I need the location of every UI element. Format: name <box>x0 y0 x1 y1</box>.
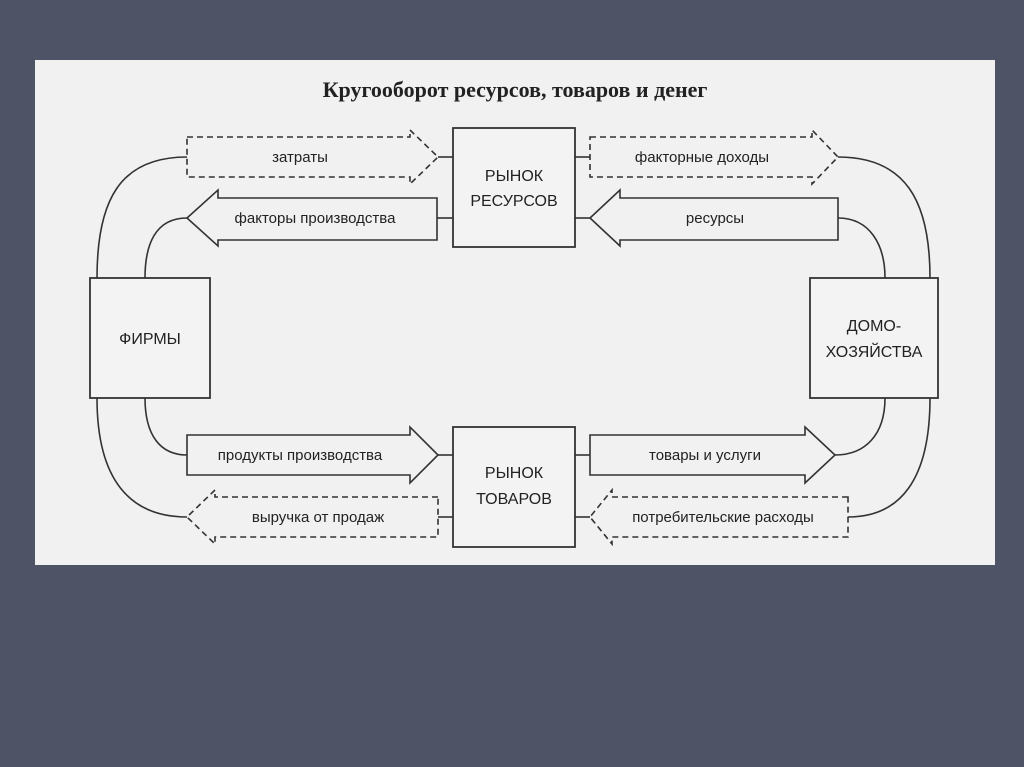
connector <box>834 397 886 456</box>
flow-label: потребительские расходы <box>632 509 814 526</box>
arrow-factor-income: факторные доходы <box>589 128 840 186</box>
node-label: ТОВАРОВ <box>476 491 552 508</box>
connector <box>144 217 188 279</box>
node-label: РЕСУРСОВ <box>470 193 557 210</box>
connector <box>96 156 188 279</box>
flow-label: затраты <box>272 149 328 166</box>
arrow-factors: факторы производства <box>185 188 438 248</box>
arrow-revenue: выручка от продаж <box>185 488 439 546</box>
flow-label: факторы производства <box>235 210 397 227</box>
node-households: ДОМО- ХОЗЯЙСТВА <box>809 277 939 399</box>
node-label: ДОМО- <box>847 318 901 335</box>
connector <box>96 397 188 518</box>
arrow-costs: затраты <box>186 128 440 186</box>
flow-label: выручка от продаж <box>252 509 384 526</box>
node-label: ФИРМЫ <box>119 331 181 348</box>
flow-label: продукты производства <box>218 447 383 464</box>
arrow-products: продукты производства <box>186 425 440 485</box>
flow-label: факторные доходы <box>635 149 769 166</box>
node-firms: ФИРМЫ <box>89 277 211 399</box>
node-label: РЫНОК <box>485 168 544 185</box>
node-goods-market: РЫНОК ТОВАРОВ <box>452 426 576 548</box>
connector <box>837 156 931 279</box>
arrow-goods-services: товары и услуги <box>589 425 837 485</box>
connector <box>144 397 188 456</box>
flow-label: ресурсы <box>686 210 744 227</box>
diagram-title: Кругооборот ресурсов, товаров и денег <box>323 77 708 102</box>
arrow-consumer-spending: потребительские расходы <box>588 487 849 547</box>
arrow-resources: ресурсы <box>588 188 839 248</box>
flow-label: товары и услуги <box>649 447 761 464</box>
node-label: РЫНОК <box>485 465 544 482</box>
node-resource-market: РЫНОК РЕСУРСОВ <box>452 127 576 248</box>
node-label: ХОЗЯЙСТВА <box>826 342 923 361</box>
connector <box>847 397 931 518</box>
connector <box>837 217 886 279</box>
